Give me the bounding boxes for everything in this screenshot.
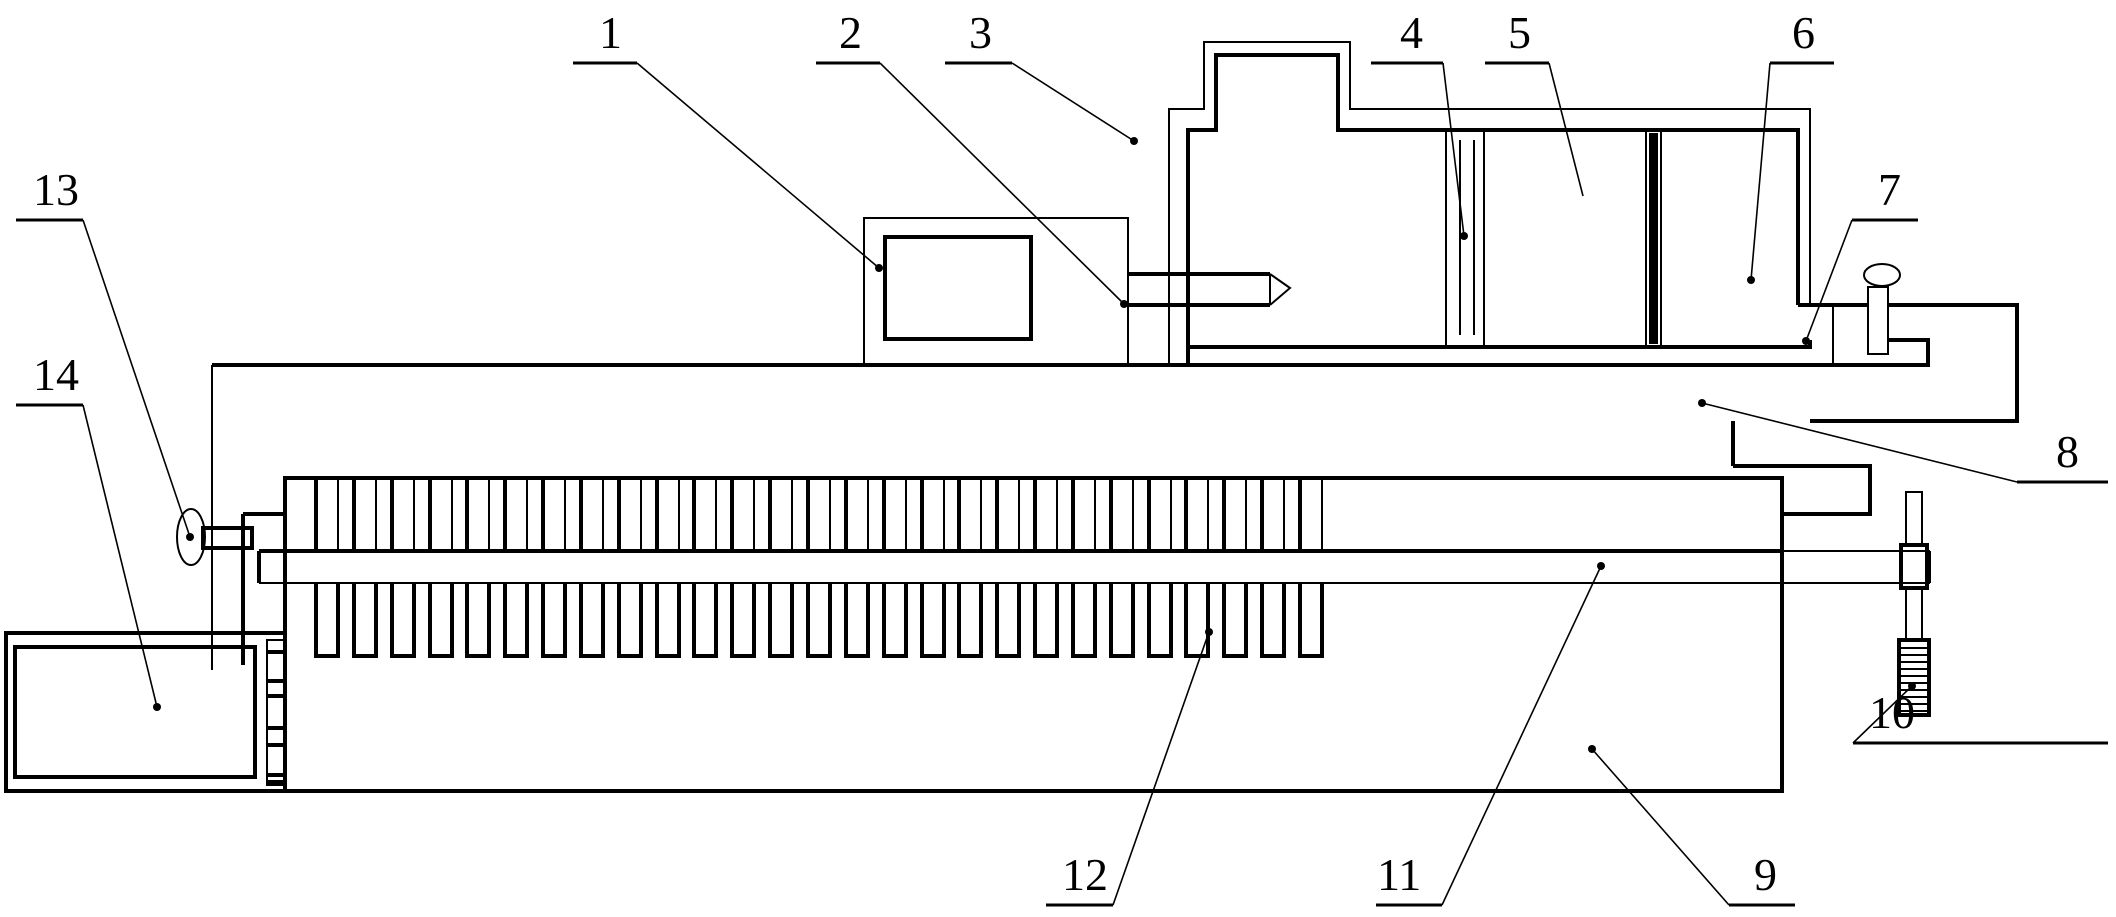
fin-upper	[845, 477, 869, 552]
fin-lower	[655, 583, 681, 658]
callout-4: 4	[1371, 7, 1468, 240]
main-manifold	[211, 363, 1928, 670]
fin-upper	[618, 477, 642, 552]
fin-lower	[314, 583, 340, 658]
fin-lower	[995, 583, 1021, 658]
callout-7: 7	[1802, 164, 1918, 345]
fin-lower	[541, 583, 567, 658]
fin-upper	[769, 477, 793, 552]
fin-upper	[656, 477, 680, 552]
component-12-fins	[314, 477, 1324, 658]
callout-1: 1	[573, 7, 883, 272]
component-13-pump	[176, 365, 285, 665]
label-1: 1	[599, 7, 622, 58]
label-7: 7	[1878, 164, 1901, 215]
fin-upper	[542, 477, 566, 552]
label-3: 3	[969, 7, 992, 58]
fin-lower	[1147, 583, 1173, 658]
fin-upper	[1148, 477, 1172, 552]
component-4-filter	[1445, 129, 1485, 348]
fin-upper	[1223, 477, 1247, 552]
fin-upper	[504, 477, 528, 552]
fin-lower	[579, 583, 605, 658]
callout-8: 8	[1698, 399, 2108, 484]
callout-3: 3	[945, 7, 1138, 145]
fin-upper	[1110, 477, 1134, 552]
callout-10: 10	[1852, 682, 2108, 745]
component-10-gear-drive	[1897, 491, 1931, 717]
label-5: 5	[1508, 7, 1531, 58]
fin-upper	[391, 477, 415, 552]
fin-lower	[352, 583, 378, 658]
fin-lower	[1222, 583, 1248, 658]
component-2-nozzle	[1128, 272, 1292, 307]
fin-lower	[428, 583, 454, 658]
label-8: 8	[2056, 426, 2079, 477]
component-5-plate	[1645, 129, 1662, 348]
label-9: 9	[1754, 849, 1777, 900]
fin-upper	[315, 477, 339, 552]
fin-lower	[957, 583, 983, 658]
fin-lower	[882, 583, 908, 658]
component-3-chamber	[1168, 41, 1811, 365]
fin-upper	[921, 477, 945, 552]
fin-upper	[883, 477, 907, 552]
callout-12: 12	[1046, 628, 1213, 907]
label-6: 6	[1792, 7, 1815, 58]
fin-upper	[429, 477, 453, 552]
fin-lower	[768, 583, 794, 658]
label-4: 4	[1400, 7, 1423, 58]
fin-lower	[617, 583, 643, 658]
label-12: 12	[1062, 849, 1108, 900]
callout-13: 13	[16, 164, 194, 541]
fin-lower	[1260, 583, 1286, 658]
callout-11: 11	[1376, 562, 1605, 907]
label-11: 11	[1377, 849, 1421, 900]
fin-upper	[1299, 477, 1323, 552]
fin-upper	[1261, 477, 1285, 552]
component-11-shaft	[257, 549, 1931, 584]
labels-layer: 1 2 3 4 5 6	[16, 7, 2108, 907]
fin-lower	[1033, 583, 1059, 658]
fin-lower	[1109, 583, 1135, 658]
fin-upper	[807, 477, 831, 552]
fin-upper	[353, 477, 377, 552]
fin-lower	[692, 583, 718, 658]
fin-lower	[390, 583, 416, 658]
fin-upper	[693, 477, 717, 552]
fin-lower	[465, 583, 491, 658]
callout-2: 2	[816, 7, 1128, 308]
fin-lower	[1298, 583, 1324, 658]
fin-lower	[1071, 583, 1097, 658]
fin-upper	[466, 477, 490, 552]
component-6-valve	[1863, 263, 1901, 355]
fin-upper	[731, 477, 755, 552]
fin-upper	[1072, 477, 1096, 552]
callout-14: 14	[16, 349, 161, 711]
fin-upper	[580, 477, 604, 552]
fin-lower	[844, 583, 870, 658]
fin-lower	[730, 583, 756, 658]
fin-upper	[1034, 477, 1058, 552]
fin-upper	[1185, 477, 1209, 552]
component-1-motor-housing	[863, 217, 1129, 366]
label-2: 2	[839, 7, 862, 58]
callout-5: 5	[1485, 7, 1584, 197]
fin-upper	[996, 477, 1020, 552]
component-14-tank	[4, 631, 287, 793]
fin-upper	[958, 477, 982, 552]
label-10: 10	[1869, 687, 1915, 738]
fin-lower	[503, 583, 529, 658]
callout-6: 6	[1747, 7, 1834, 284]
callout-9: 9	[1588, 745, 1795, 907]
label-14: 14	[33, 349, 79, 400]
fin-lower	[920, 583, 946, 658]
fin-lower	[1184, 583, 1210, 658]
fin-lower	[806, 583, 832, 658]
label-13: 13	[33, 164, 79, 215]
